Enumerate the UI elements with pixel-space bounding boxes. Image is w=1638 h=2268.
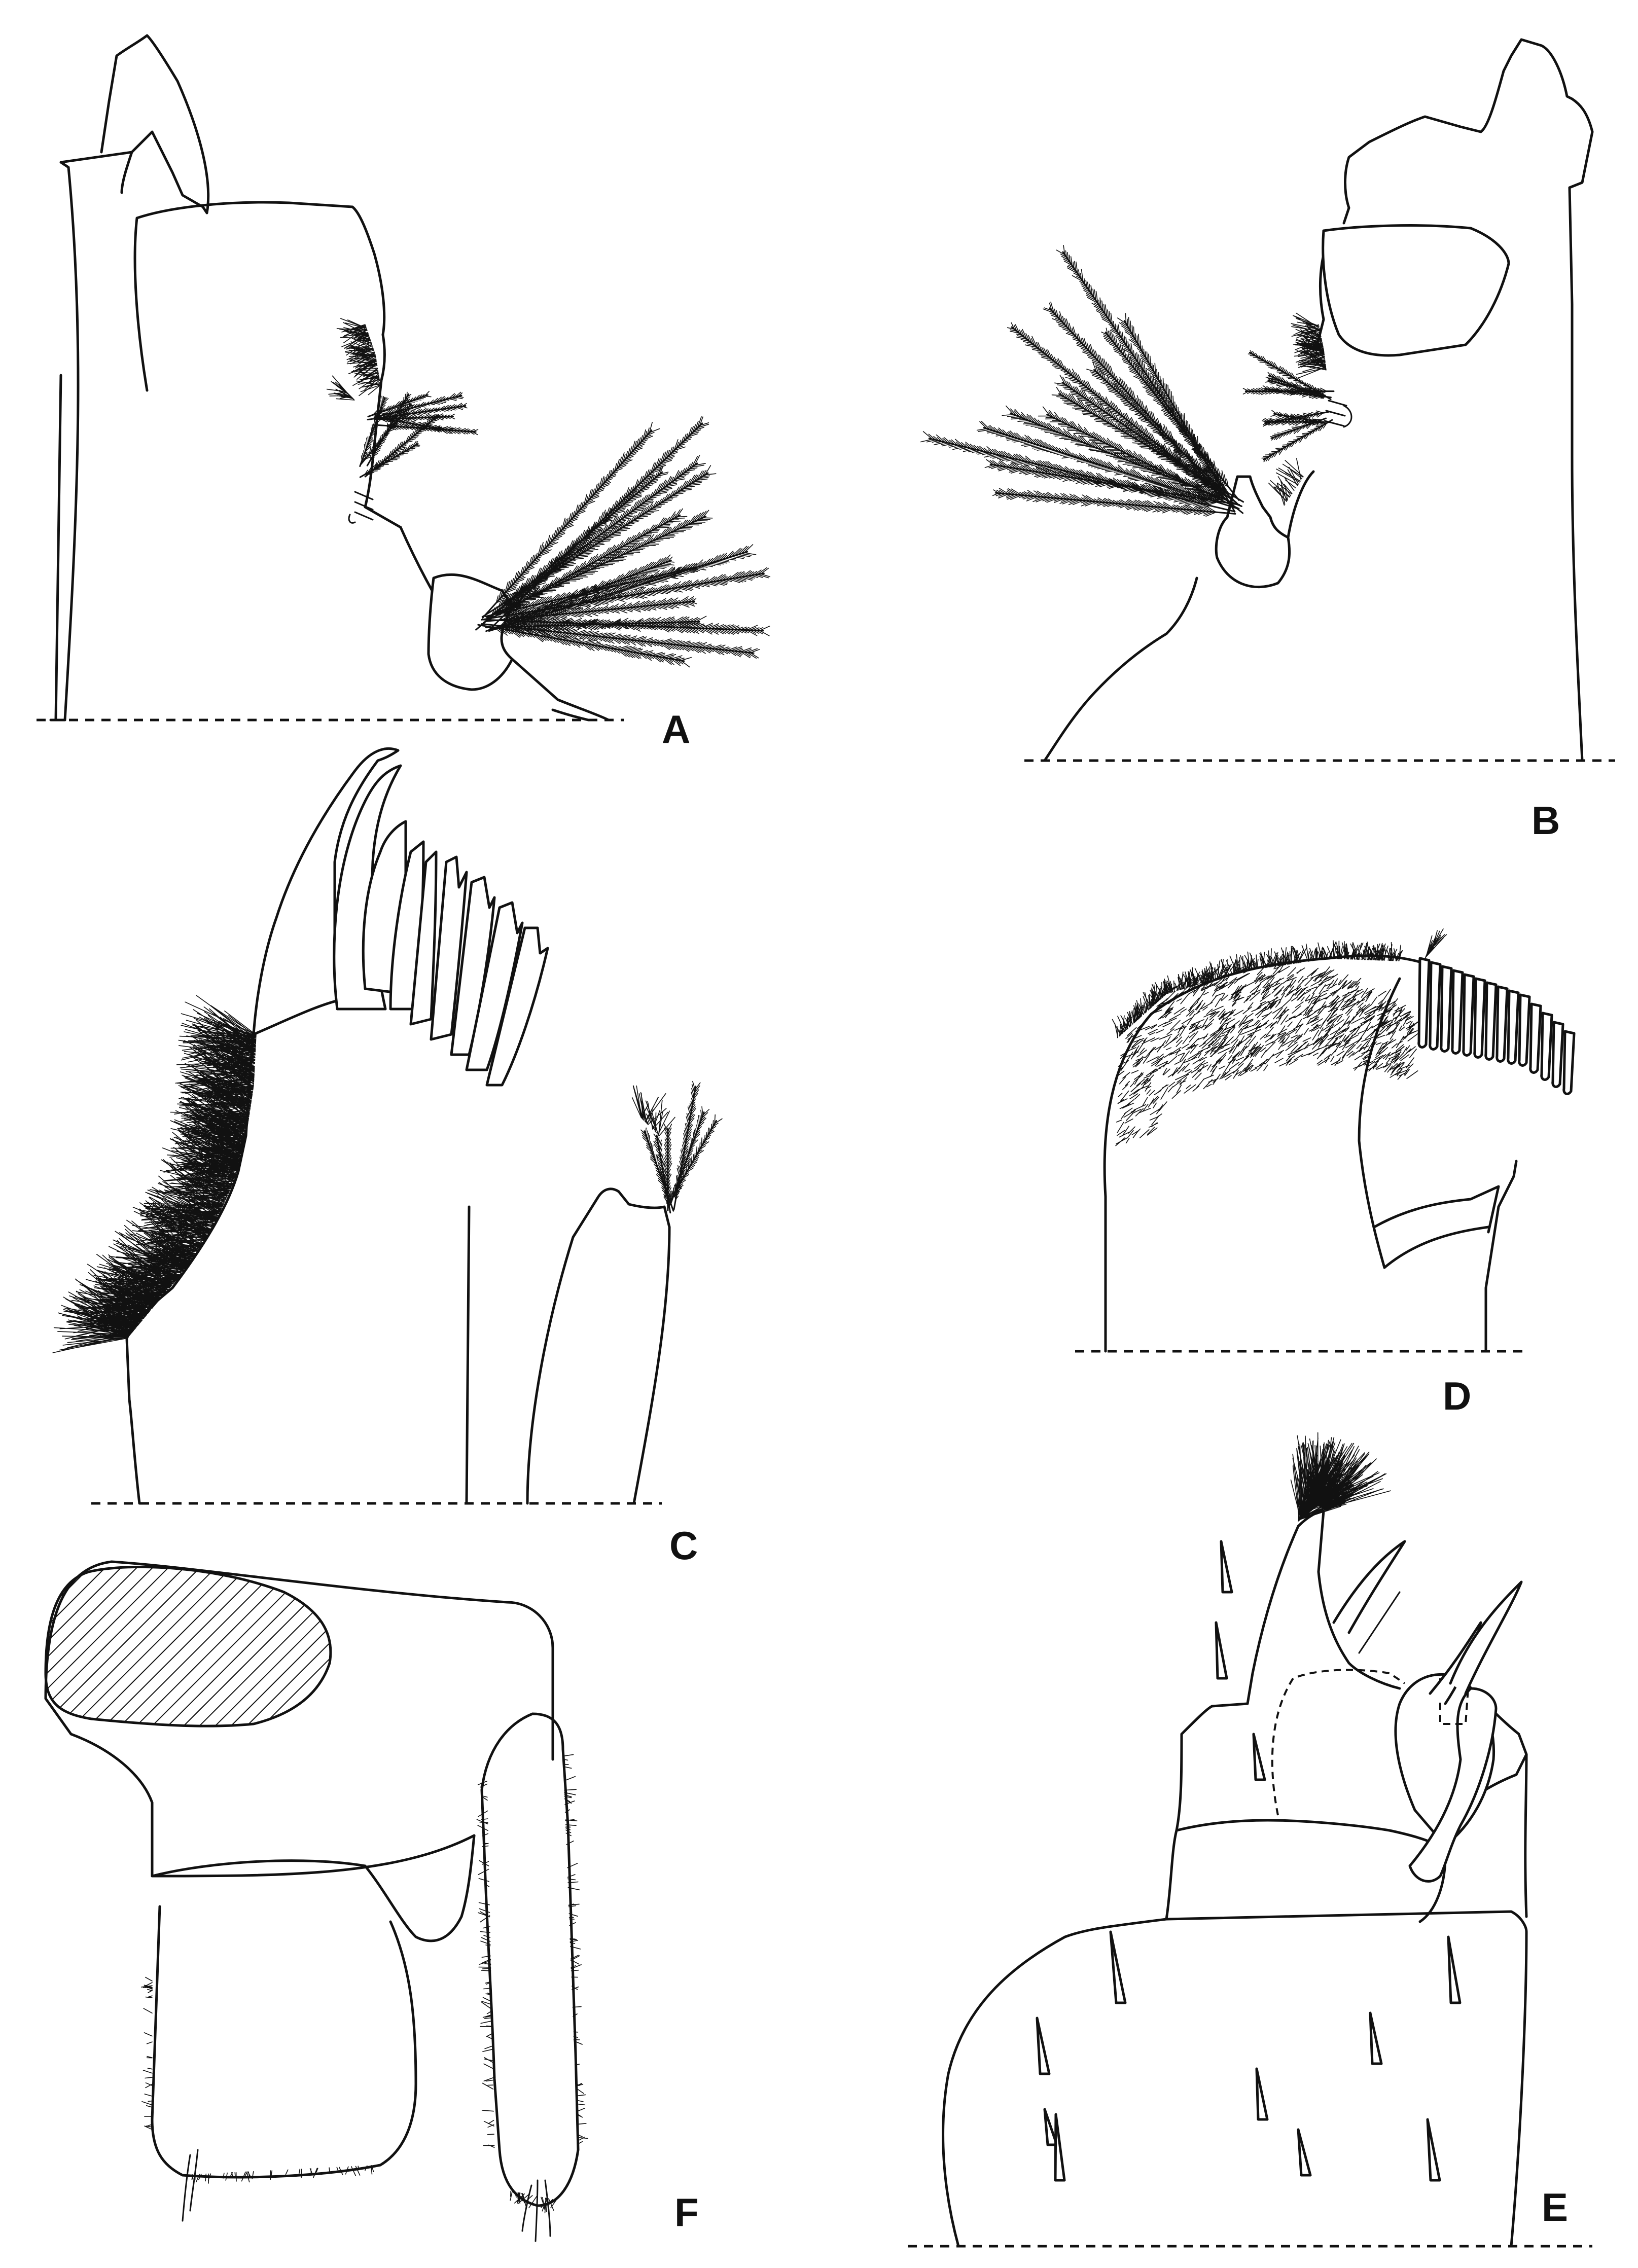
panel-e-drawing xyxy=(942,1432,1528,2248)
panel-b-drawing xyxy=(920,38,1594,762)
panel-label-d: D xyxy=(1443,1374,1471,1418)
panel-c-drawing xyxy=(52,747,723,1505)
panel-label-b: B xyxy=(1532,798,1560,843)
panel-d-drawing xyxy=(1103,928,1576,1353)
panel-label-c: C xyxy=(669,1523,698,1568)
panel-f-drawing xyxy=(44,1560,588,2242)
panel-a-drawing xyxy=(49,34,771,722)
panel-label-f: F xyxy=(674,2190,699,2235)
panel-label-e: E xyxy=(1542,2185,1568,2229)
panel-label-a: A xyxy=(662,707,690,751)
